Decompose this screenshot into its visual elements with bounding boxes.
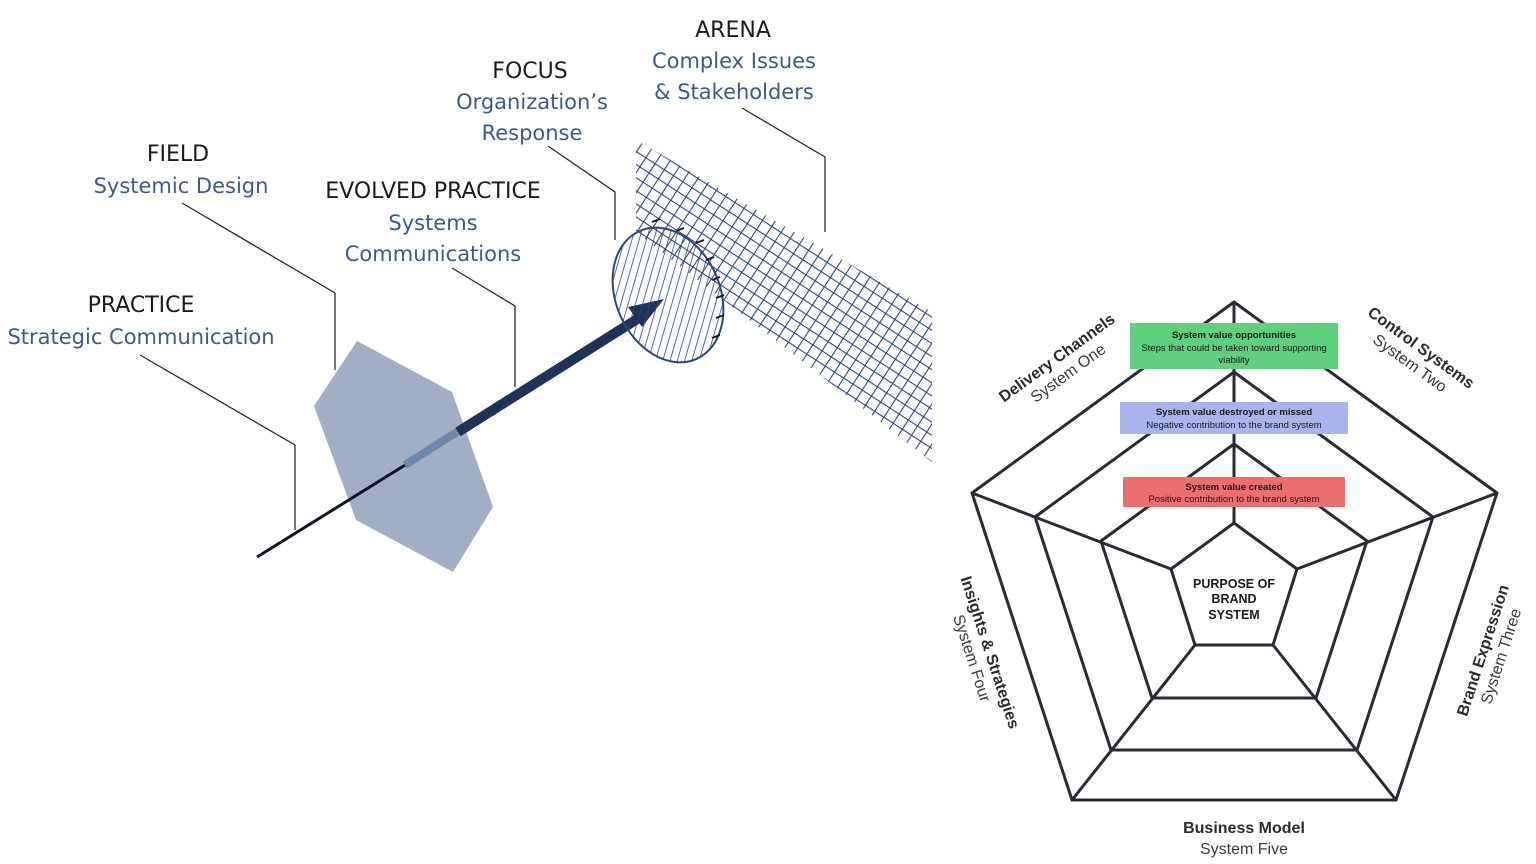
pentagon-ring-2 [1033, 370, 1435, 752]
box-destroyed: System value destroyed or missed Negativ… [1120, 402, 1348, 434]
box-created-line1: Positive contribution to the brand syste… [1148, 494, 1319, 505]
box-opportunities: System value opportunities Steps that co… [1130, 323, 1338, 369]
practice-leader [139, 354, 296, 530]
center-line1: PURPOSE OF [1193, 577, 1275, 591]
pentagon-ring-1 [970, 300, 1499, 802]
evolved-heading: EVOLVED PRACTICE [325, 179, 540, 204]
arena-heading: ARENA [695, 18, 771, 43]
focus-line1: Organization’s [456, 90, 608, 114]
axis-delivery: Delivery Channels System One [996, 311, 1118, 407]
evolved-arrow-shaft-inner [402, 426, 463, 469]
box-created-title: System value created [1185, 482, 1282, 493]
axis-business-subtitle: System Five [1200, 841, 1288, 858]
pentagon-ring-4 [1169, 521, 1299, 647]
axis-business: Business Model System Five [1183, 820, 1305, 858]
arena-line2: & Stakeholders [654, 80, 814, 104]
field-heading: FIELD [147, 142, 209, 167]
box-opportunities-line1: Steps that could be taken toward support… [1141, 343, 1326, 354]
center-line2: BRAND [1211, 592, 1256, 606]
pentagon-ring-3 [1099, 442, 1369, 700]
axis-insights: Insights & Strategies System Four [949, 574, 1022, 731]
box-destroyed-line1: Negative contribution to the brand syste… [1146, 420, 1321, 431]
field-hexagon [314, 341, 493, 572]
field-leader [181, 202, 336, 370]
spoke-right [1296, 491, 1498, 571]
focus-ellipse [611, 226, 725, 364]
spoke-bottom-right [1271, 644, 1398, 801]
focus-line2: Response [482, 121, 583, 145]
evolved-line1: Systems [388, 211, 477, 235]
evolved-line2: Communications [345, 242, 521, 266]
arena-mesh [636, 140, 932, 462]
box-destroyed-title: System value destroyed or missed [1156, 407, 1312, 418]
evolved-leader [451, 267, 516, 387]
box-opportunities-line2: viability [1218, 355, 1249, 366]
box-opportunities-title: System value opportunities [1172, 330, 1296, 341]
axis-control: Control Systems System Two [1364, 304, 1477, 396]
arena-leader [741, 107, 826, 232]
focus-leader [547, 145, 616, 240]
spoke-bottom-left [1070, 644, 1197, 801]
evolved-arrow-shaft [455, 311, 645, 437]
focus-heading: FOCUS [492, 59, 567, 84]
practice-line [256, 460, 411, 559]
arena-line1: Complex Issues [652, 49, 816, 73]
field-line1: Systemic Design [94, 174, 269, 198]
axis-business-title: Business Model [1183, 820, 1305, 837]
spoke-left [971, 491, 1172, 571]
practice-heading: PRACTICE [88, 293, 195, 318]
brand-system-pentagon: System value opportunities Steps that co… [949, 300, 1525, 858]
center-line3: SYSTEM [1208, 608, 1259, 622]
box-created: System value created Positive contributi… [1123, 477, 1345, 507]
axis-brand: Brand Expression System Three [1454, 583, 1525, 718]
response-ticks [651, 218, 725, 339]
systems-communication-diagram: ARENA Complex Issues & Stakeholders FOCU… [7, 18, 932, 572]
practice-line1: Strategic Communication [7, 325, 274, 349]
